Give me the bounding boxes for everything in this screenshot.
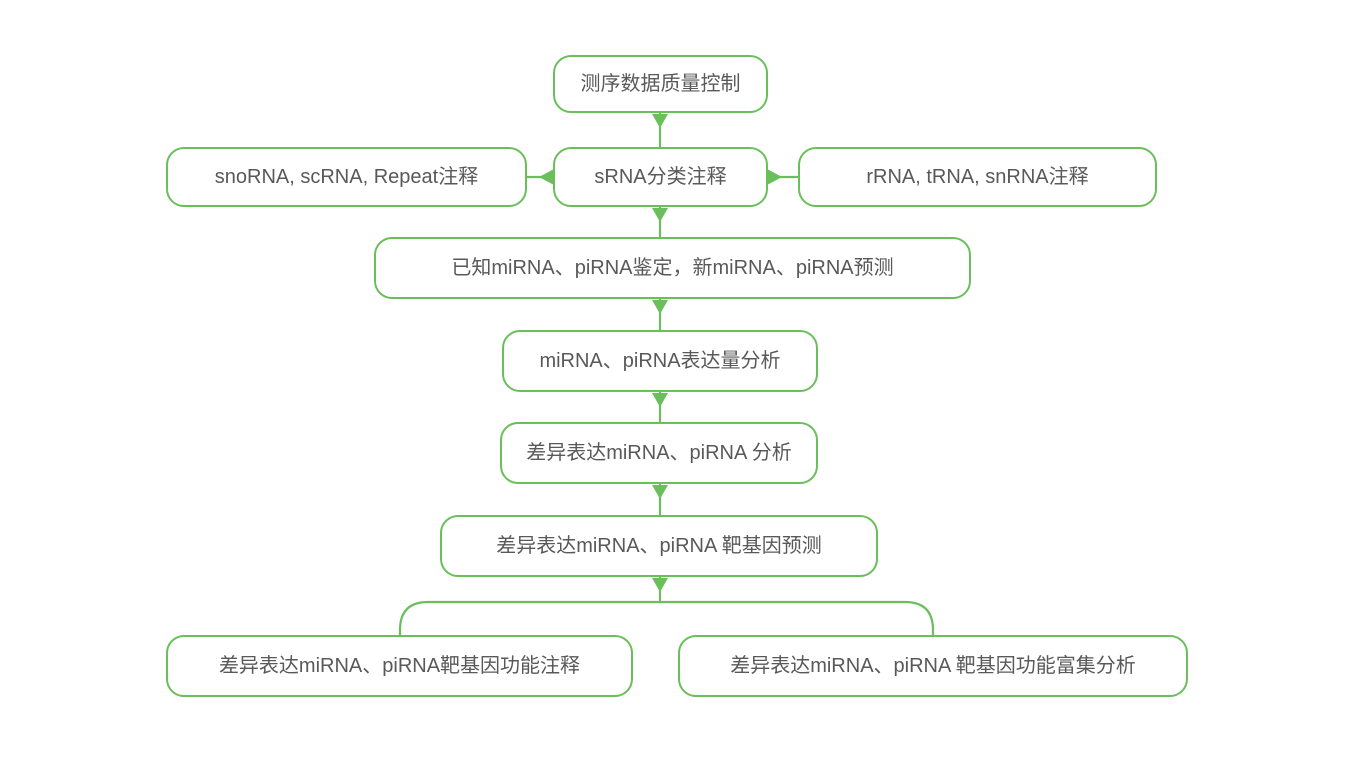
node-rrna-trna-snrna: rRNA, tRNA, snRNA注释 — [798, 147, 1157, 207]
node-target-enrichment-analysis: 差异表达miRNA、piRNA 靶基因功能富集分析 — [678, 635, 1188, 697]
node-sno-scrna-repeat: snoRNA, scRNA, Repeat注释 — [166, 147, 527, 207]
arrowhead-down-target-branch — [652, 578, 668, 592]
node-srna-classification: sRNA分类注释 — [553, 147, 768, 207]
node-expression-analysis: miRNA、piRNA表达量分析 — [502, 330, 818, 392]
arrowhead-left-srna-sno — [539, 169, 553, 185]
arrowhead-down-qc-srna — [652, 114, 668, 128]
node-target-gene-prediction: 差异表达miRNA、piRNA 靶基因预测 — [440, 515, 878, 577]
node-known-novel-prediction: 已知miRNA、piRNA鉴定，新miRNA、piRNA预测 — [374, 237, 971, 299]
arrowhead-down-known-expr — [652, 300, 668, 314]
arrowhead-down-diff-target — [652, 485, 668, 499]
arrowhead-down-srna-known — [652, 208, 668, 222]
node-qc: 测序数据质量控制 — [553, 55, 768, 113]
arrowhead-down-expr-diff — [652, 393, 668, 407]
node-target-function-annotation: 差异表达miRNA、piRNA靶基因功能注释 — [166, 635, 633, 697]
edge-branch-anno-enrich — [398, 600, 935, 635]
node-differential-expression: 差异表达miRNA、piRNA 分析 — [500, 422, 818, 484]
arrowhead-right-srna-rrna — [768, 169, 782, 185]
